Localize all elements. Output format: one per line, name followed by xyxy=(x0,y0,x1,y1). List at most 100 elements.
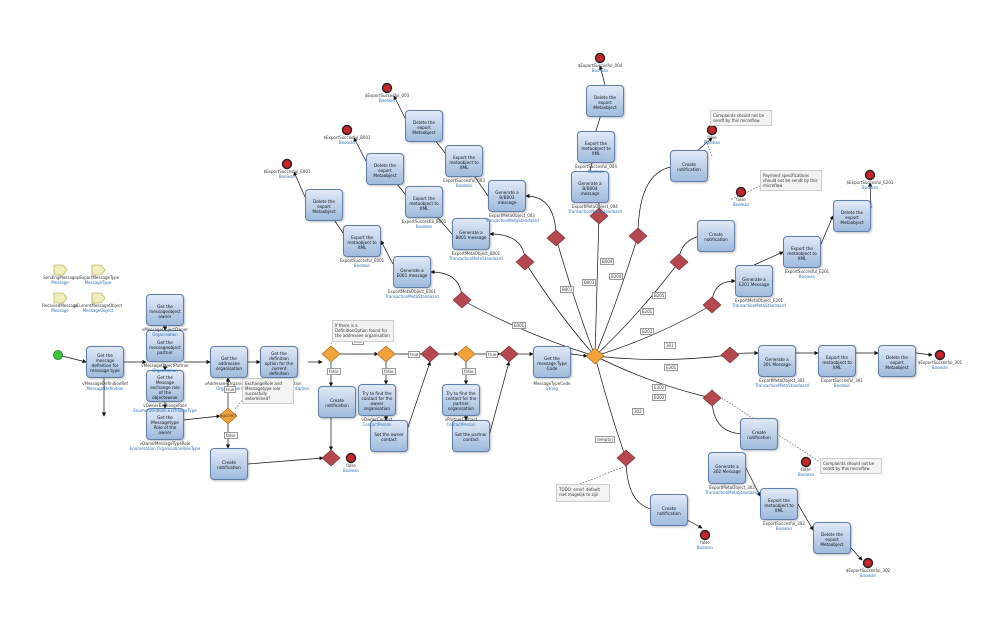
activity-try-partner-contact[interactable]: Try to find the contact for the partner … xyxy=(442,384,480,416)
activity-set-partner-contact[interactable]: Set the partner contact xyxy=(452,420,490,452)
flow-label-false-3[interactable]: false xyxy=(462,368,476,375)
end-event-e-e001[interactable] xyxy=(281,158,293,170)
decision-d-partner[interactable] xyxy=(456,345,476,363)
activity-export-e201[interactable]: Export the metaobject to XML xyxy=(783,236,821,268)
merge-m-def[interactable] xyxy=(616,449,636,467)
flow-label-true-4[interactable]: true xyxy=(224,386,237,393)
activity-gen-b004[interactable]: Generate a B/B004 message xyxy=(571,171,609,203)
end-event-e-003[interactable] xyxy=(381,82,393,94)
merge-m-301[interactable] xyxy=(720,346,740,364)
flow-label-b301[interactable]: 301 xyxy=(664,342,676,349)
activity-get-definition-option[interactable]: Get the definition option for the curren… xyxy=(260,346,298,378)
activity-create-notification-2[interactable]: Create notification xyxy=(318,386,356,418)
flow-label-false-1[interactable]: false xyxy=(327,368,341,375)
activity-delete-302[interactable]: Delete the export Metaobject xyxy=(813,522,851,554)
activity-delete-e001[interactable]: Delete the export Metaobject xyxy=(305,189,343,221)
decision-d-succ[interactable] xyxy=(218,407,238,425)
activity-gen-b001[interactable]: Generate a B001 message xyxy=(452,218,490,250)
end-event-e-e201[interactable] xyxy=(864,169,876,181)
flow-label-default[interactable]: (empty) xyxy=(595,436,615,443)
merge-m-302[interactable] xyxy=(702,389,722,407)
flow-label-b205[interactable]: B205 xyxy=(652,292,667,299)
merge-m-004[interactable] xyxy=(589,207,609,225)
activity-get-msgtype-code[interactable]: Get the message Type Code xyxy=(533,346,571,378)
flow-label-true-3[interactable]: true xyxy=(486,351,499,358)
merge-m-n2[interactable] xyxy=(669,253,689,271)
activity-export-004[interactable]: Export the metaobject to XML xyxy=(577,131,615,163)
merge-m-e001[interactable] xyxy=(452,291,472,309)
merge-m-b001[interactable] xyxy=(515,253,535,271)
activity-create-notif-r[interactable]: Create notification xyxy=(670,150,708,182)
activity-delete-004[interactable]: Delete the export Metaobject xyxy=(586,85,624,117)
start-event[interactable] xyxy=(53,350,63,360)
merge-m2[interactable] xyxy=(420,345,440,363)
annotation-complaints-note-bottom[interactable]: Complaints should not be sendt by this m… xyxy=(820,458,882,474)
annotation-todo-note[interactable]: TODO: error! default niet mogelijk te zi… xyxy=(556,484,610,502)
activity-get-owner[interactable]: Get the messageobject owner xyxy=(146,294,184,326)
activity-gen-b003[interactable]: Generate a B/B003 message xyxy=(488,180,526,212)
flow-label-e001[interactable]: E001 xyxy=(512,322,527,329)
decision-d-type[interactable] xyxy=(585,347,605,365)
end-event-e-004[interactable] xyxy=(594,52,606,64)
activity-export-b001[interactable]: Export the metaobject to XML xyxy=(405,186,443,218)
end-event-e-false-5[interactable] xyxy=(699,529,711,541)
flow-label-b003[interactable]: B003 xyxy=(582,279,597,286)
annotation-payment-note[interactable]: Payment specifications should not be sen… xyxy=(760,170,822,191)
flow-label-b001[interactable]: B001 xyxy=(560,286,575,293)
parameter-icon[interactable] xyxy=(53,264,68,276)
flow-label-b004[interactable]: B004 xyxy=(600,258,615,265)
flow-label-e201[interactable]: E201 xyxy=(640,308,655,315)
activity-create-notif-302[interactable]: Create notification xyxy=(740,418,778,450)
activity-set-owner-contact[interactable]: Set the owner contact xyxy=(370,420,408,452)
flow-label-b201[interactable]: B201 xyxy=(640,328,655,335)
end-event-e-301[interactable] xyxy=(934,349,946,361)
end-event-e-b001[interactable] xyxy=(341,124,353,136)
flow-label-e302[interactable]: E302 xyxy=(652,384,667,391)
flow-label-e301[interactable]: E301 xyxy=(664,364,679,371)
activity-gen-302[interactable]: Generate a 302 Message xyxy=(708,452,746,484)
activity-get-addressee[interactable]: Get the addressee organisation xyxy=(210,346,248,378)
decision-d-addr[interactable] xyxy=(321,345,341,363)
activity-delete-301[interactable]: Delete the export Metaobject xyxy=(878,345,916,377)
activity-delete-003[interactable]: Delete the export Metaobject xyxy=(405,110,443,142)
flow-label-false-4[interactable]: false xyxy=(224,432,238,439)
annotation-exchange-role-note[interactable]: ExchangeRole and Messagetype role succes… xyxy=(242,378,294,404)
parameter-icon[interactable] xyxy=(91,264,106,276)
parameter-icon[interactable] xyxy=(91,292,106,304)
end-event-e-false-2[interactable] xyxy=(735,186,747,198)
activity-get-msgdef[interactable]: Get the message definition for message t… xyxy=(86,346,124,378)
activity-try-owner-contact[interactable]: Try to find the contact for the owner or… xyxy=(358,384,396,416)
activity-export-302[interactable]: Export the metaobject to XML xyxy=(760,488,798,520)
activity-export-e001[interactable]: Export the metaobject to XML xyxy=(343,225,381,257)
activity-get-exchange-role[interactable]: Get the Message exchange role of the obj… xyxy=(146,370,184,402)
end-event-e-false-4[interactable] xyxy=(800,456,812,468)
activity-export-301[interactable]: Export the metaobject to XML xyxy=(818,345,856,377)
activity-gen-e201[interactable]: Generate a E201 Message xyxy=(735,265,773,297)
activity-get-msgtype-role[interactable]: Get the Messagetype Role of the owner xyxy=(146,408,184,440)
activity-get-partner[interactable]: Get the messageobject partner xyxy=(146,330,184,362)
activity-delete-e201[interactable]: Delete the export Metaobject xyxy=(833,200,871,232)
merge-m1[interactable] xyxy=(321,449,341,467)
activity-export-003[interactable]: Export the metaobject to XML xyxy=(445,145,483,177)
flow-label-b204[interactable]: B204 xyxy=(609,273,624,280)
annotation-complaints-note-top[interactable]: Complaints should not be sendt by this m… xyxy=(710,110,772,126)
end-event-e-302[interactable] xyxy=(862,557,874,569)
activity-create-notif-r2[interactable]: Create notification xyxy=(697,220,735,252)
flow-label-b302[interactable]: 302 xyxy=(632,408,644,415)
flow-label-b202[interactable]: B202 xyxy=(652,394,667,401)
end-event-e-false-1[interactable] xyxy=(345,452,357,464)
activity-gen-301[interactable]: Generate a 301 Message xyxy=(758,345,796,377)
flow-label-true-2[interactable]: true xyxy=(408,351,421,358)
merge-m-e201[interactable] xyxy=(702,296,722,314)
activity-create-notification-1[interactable]: Create notification xyxy=(210,448,248,480)
activity-delete-b001[interactable]: Delete the export Metaobject xyxy=(366,153,404,185)
activity-gen-e001[interactable]: Generate a E001 message xyxy=(393,256,431,288)
parameter-icon[interactable] xyxy=(53,292,68,304)
flow-label-false-2[interactable]: false xyxy=(382,368,396,375)
annotation-definition-option-note[interactable]: If there is a DefinitionOption found for… xyxy=(332,320,394,342)
merge-m3[interactable] xyxy=(499,345,519,363)
decision-d-owner[interactable] xyxy=(376,345,396,363)
activity-create-notif-default[interactable]: Create notification xyxy=(650,494,688,526)
merge-m-003[interactable] xyxy=(546,229,566,247)
merge-m-n1[interactable] xyxy=(628,227,648,245)
